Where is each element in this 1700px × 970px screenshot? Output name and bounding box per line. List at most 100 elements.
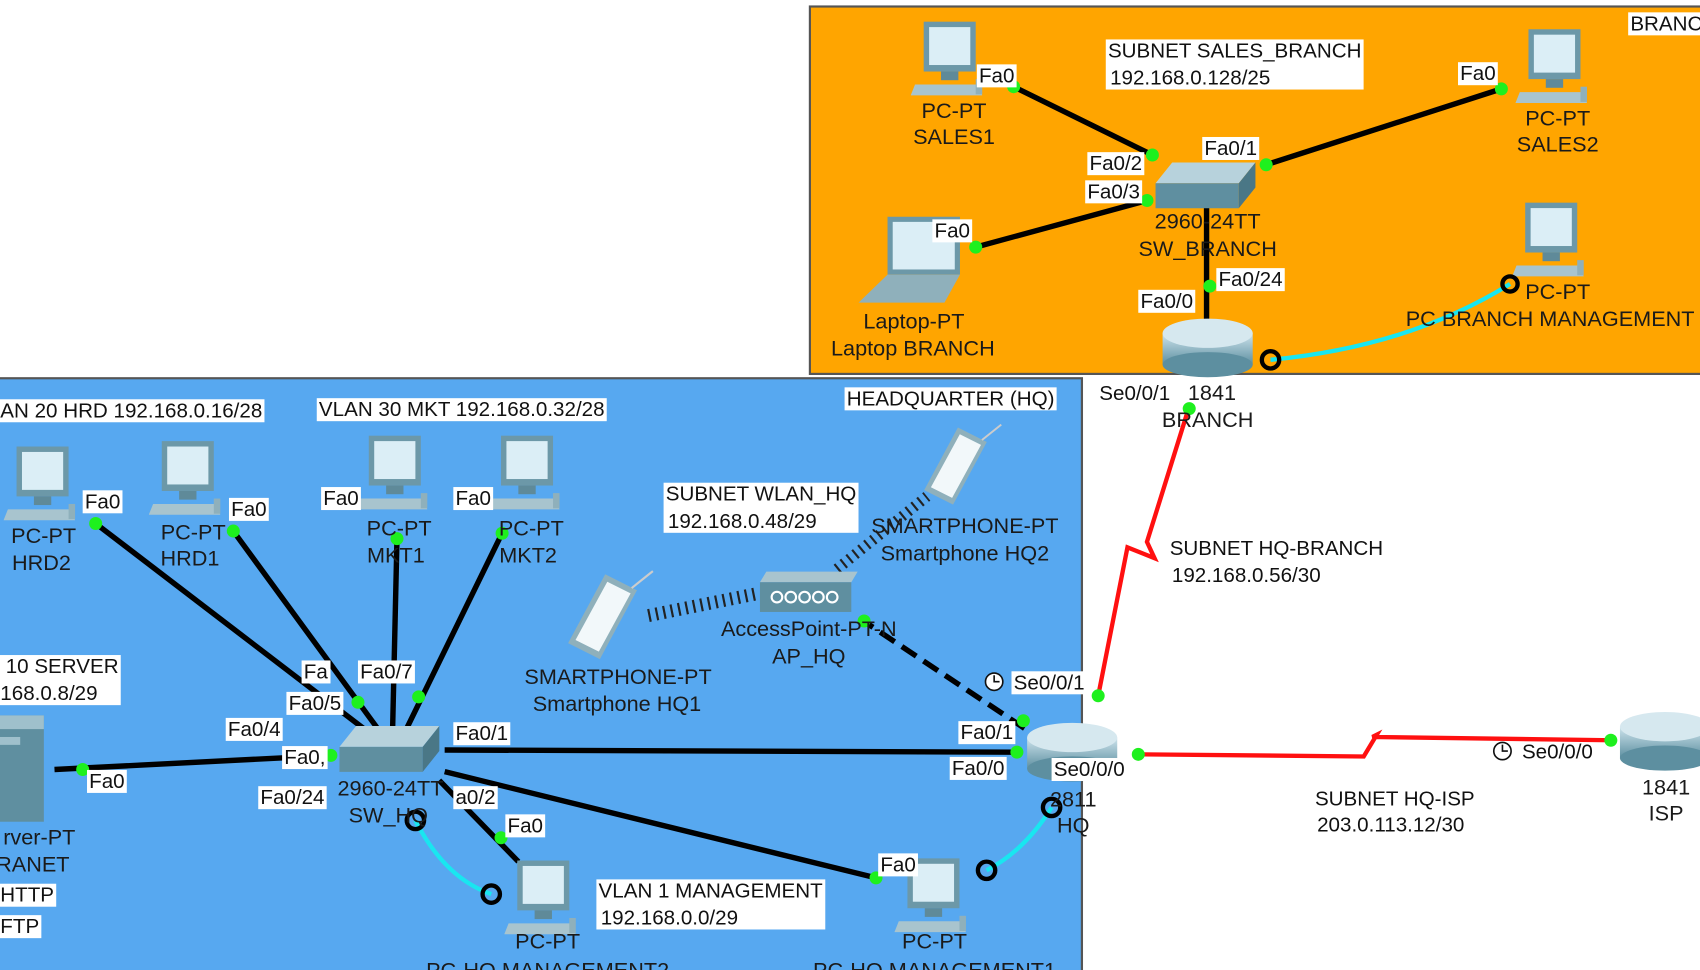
- label-router-branch-model: 1841: [1188, 380, 1236, 405]
- note-vlan30: VLAN 30 MKT 192.168.0.32/28: [316, 398, 607, 422]
- serial-hq-isp: [1138, 729, 1611, 759]
- svg-text:Fa0: Fa0: [508, 814, 543, 837]
- console-router-branch-pc-mgmt: [1270, 282, 1512, 362]
- label-smartphone-hq2-name: Smartphone HQ2: [881, 540, 1050, 565]
- svg-text:Se0/0/1: Se0/0/1: [1014, 671, 1085, 694]
- port-label: Fa0: [453, 487, 494, 511]
- label-sw-hq-model: 2960-24TT: [338, 776, 444, 801]
- label-mkt2-model: PC-PT: [499, 515, 564, 540]
- port-label: Se0/0/1: [1011, 671, 1087, 695]
- router-branch-icon[interactable]: [1162, 318, 1253, 378]
- label-hrd2-name: HRD2: [12, 550, 71, 575]
- svg-text:168.0.8/29: 168.0.8/29: [0, 682, 97, 705]
- label-router-hq-name: HQ: [1057, 812, 1089, 837]
- svg-text:Fa0/7: Fa0/7: [360, 660, 413, 683]
- svg-text:Fa0/4: Fa0/4: [228, 718, 281, 741]
- label-pc-branch-mgmt-name: PC BRANCH MANAGEMENT: [1406, 306, 1695, 331]
- switch-branch-icon[interactable]: [1155, 162, 1256, 209]
- svg-text:SUBNET SALES_BRANCH: SUBNET SALES_BRANCH: [1108, 39, 1362, 62]
- svg-text:Fa0: Fa0: [935, 219, 970, 242]
- label-mkt1-model: PC-PT: [367, 515, 432, 540]
- svg-text:HEADQUARTER (HQ): HEADQUARTER (HQ): [847, 387, 1055, 410]
- link-laptop-sw-branch: [975, 197, 1148, 250]
- clock-icon: [984, 672, 1004, 692]
- svg-text:Fa0/24: Fa0/24: [260, 786, 324, 809]
- port-label: Fa0/4: [225, 717, 283, 741]
- svg-text:Fa0/2: Fa0/2: [1090, 152, 1143, 175]
- label-router-branch-name: BRANCH: [1162, 407, 1253, 432]
- svg-text:Fa0: Fa0: [979, 64, 1014, 87]
- access-point-icon[interactable]: [758, 570, 859, 614]
- svg-text:Fa0: Fa0: [323, 487, 358, 510]
- svg-text:Fa0: Fa0: [85, 490, 120, 513]
- svg-text:Fa0: Fa0: [880, 853, 915, 876]
- port-label: Fa0/1: [958, 721, 1016, 745]
- label-server-name: RANET: [0, 851, 70, 876]
- label-sw-branch-model: 2960-24TT: [1155, 209, 1261, 234]
- device-labels: PC-PT SALES1 PC-PT SALES2 PC-PT PC BRANC…: [0, 98, 1695, 970]
- label-sw-hq-name: SW_HQ: [349, 803, 428, 828]
- svg-text:Se0/0/0: Se0/0/0: [1054, 758, 1125, 781]
- svg-text:SUBNET HQ-ISP: SUBNET HQ-ISP: [1315, 787, 1475, 810]
- link-sales1-sw-branch: [1012, 84, 1154, 158]
- port-label: Fa0/5: [286, 691, 344, 715]
- port-status: [76, 80, 1618, 905]
- port-label: Se0/0/0: [1051, 758, 1127, 781]
- label-sales1-model: PC-PT: [922, 98, 987, 123]
- note-hq-branch: SUBNET HQ-BRANCH 192.168.0.56/30: [1167, 536, 1386, 587]
- port-label: Fa0: [505, 814, 546, 838]
- port-label: Fa0/1: [1202, 136, 1260, 160]
- label-sw-branch-name: SW_BRANCH: [1138, 236, 1276, 261]
- svg-text:Fa0/1: Fa0/1: [455, 722, 508, 745]
- svg-text:192.168.0.56/30: 192.168.0.56/30: [1172, 564, 1321, 587]
- svg-text:VLAN 1 MANAGEMENT: VLAN 1 MANAGEMENT: [599, 879, 824, 902]
- svg-text:Fa0: Fa0: [231, 498, 266, 521]
- link-sw-branch-sales2: [1265, 86, 1503, 168]
- note-ftp: FTP: [0, 915, 42, 939]
- port-label: Fa0: [976, 64, 1017, 88]
- port-label: Fa0: [228, 497, 269, 521]
- port-label: Fa0/0: [1138, 289, 1196, 313]
- label-isp-model: 1841: [1642, 774, 1690, 799]
- svg-text:Fa0/0: Fa0/0: [952, 757, 1005, 780]
- label-pc-branch-mgmt-model: PC-PT: [1525, 279, 1590, 304]
- svg-text:Fa0: Fa0: [1460, 62, 1495, 85]
- port-label: Fa0/24: [258, 786, 327, 810]
- label-sales1-name: SALES1: [913, 124, 995, 149]
- port-label: Fa0: [82, 490, 123, 514]
- svg-text:HTTP: HTTP: [0, 884, 54, 907]
- port-labels: Fa0 Fa0/2 Fa0/3 Fa0/1 Fa0 Fa0 Fa0/24 Fa0…: [82, 62, 1593, 877]
- label-smartphone-hq1-model: SMARTPHONE-PT: [524, 664, 711, 689]
- label-smartphone-hq2-model: SMARTPHONE-PT: [871, 513, 1058, 538]
- link-hrd1-sw-hq: [231, 529, 380, 730]
- svg-text:Fa0/5: Fa0/5: [289, 692, 342, 715]
- label-router-hq-model: 2811: [1050, 786, 1097, 811]
- svg-text:Fa0/1: Fa0/1: [961, 721, 1014, 744]
- link-mkt1-sw-hq: [389, 538, 400, 729]
- svg-text:VLAN 30 MKT 192.168.0.32/28: VLAN 30 MKT 192.168.0.32/28: [319, 398, 605, 421]
- svg-text:BRANC: BRANC: [1630, 12, 1700, 35]
- port-label: Fa0: [932, 219, 973, 243]
- link-router-hq-ap: [860, 617, 1026, 731]
- label-hrd1-model: PC-PT: [161, 520, 226, 545]
- switch-hq-icon[interactable]: [339, 726, 440, 772]
- svg-text:Fa0/3: Fa0/3: [1087, 180, 1140, 203]
- router-isp-icon[interactable]: [1619, 711, 1700, 771]
- svg-text:Fa0/1: Fa0/1: [1204, 137, 1257, 160]
- port-label: Fa: [301, 660, 331, 684]
- wireless-link-hq1: [647, 587, 757, 622]
- link-sw-hq-pc-mgmt1: [444, 769, 877, 881]
- label-sales2-model: PC-PT: [1525, 106, 1590, 131]
- link-sw-hq-router-hq: [444, 747, 1020, 755]
- svg-text:Fa0,: Fa0,: [284, 746, 325, 769]
- server-intranet-icon[interactable]: [0, 715, 44, 822]
- svg-text:SUBNET HQ-BRANCH: SUBNET HQ-BRANCH: [1170, 537, 1383, 560]
- port-label: Fa0/0: [949, 756, 1007, 780]
- port-label: Fa0/24: [1216, 268, 1285, 292]
- port-label: Se0/0/1: [1099, 382, 1170, 405]
- hq-area-title: HEADQUARTER (HQ): [844, 387, 1057, 411]
- label-hrd1-name: HRD1: [160, 546, 219, 571]
